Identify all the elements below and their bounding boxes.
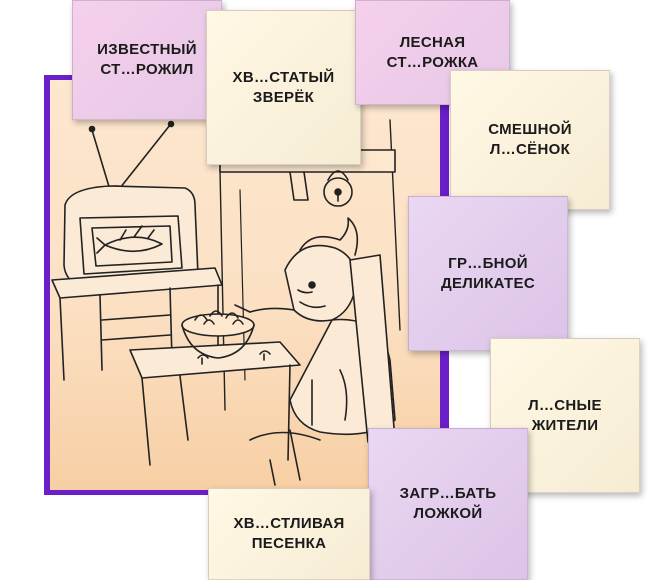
word-card-2[interactable]: ХВ…СТАТЫЙ ЗВЕРЁК <box>206 10 361 165</box>
word-card-8[interactable]: ХВ…СТЛИВАЯ ПЕСЕНКА <box>208 488 370 580</box>
cartoon-illustration <box>51 119 401 486</box>
word-card-5[interactable]: ГР…БНОЙ ДЕЛИКАТЕС <box>408 196 568 351</box>
word-card-4[interactable]: СМЕШНОЙ Л…СЁНОК <box>450 70 610 210</box>
word-card-7[interactable]: ЗАГР…БАТЬ ЛОЖКОЙ <box>368 428 528 580</box>
word-card-1[interactable]: ИЗВЕСТНЫЙ СТ…РОЖИЛ <box>72 0 222 120</box>
